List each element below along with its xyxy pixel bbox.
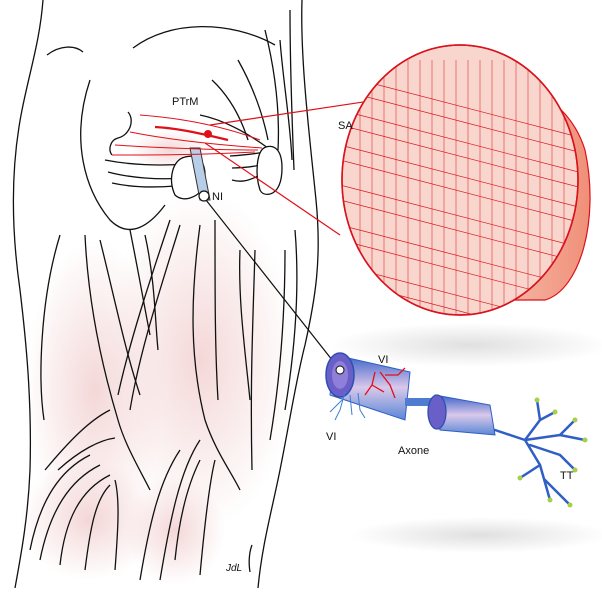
muscle-fiber-cylinder (341, 44, 591, 316)
artist-signature: JdL (226, 563, 243, 574)
label-ptrm: PTrM (172, 96, 199, 108)
shadow (330, 323, 602, 367)
piriformis-fibers (111, 94, 411, 236)
label-vi-top: VI (378, 354, 389, 366)
shadow (350, 517, 602, 553)
label-tt: TT (560, 470, 574, 482)
trigger-point-dot (204, 130, 212, 138)
sciatic-nerve (189, 147, 211, 201)
label-sa: SA (338, 120, 353, 132)
label-axone: Axone (398, 445, 430, 457)
nerve-cross-section-marker (198, 190, 210, 202)
nerve-axon (325, 352, 588, 508)
label-vi-bottom: VI (326, 431, 337, 443)
label-ni: NI (212, 191, 223, 203)
